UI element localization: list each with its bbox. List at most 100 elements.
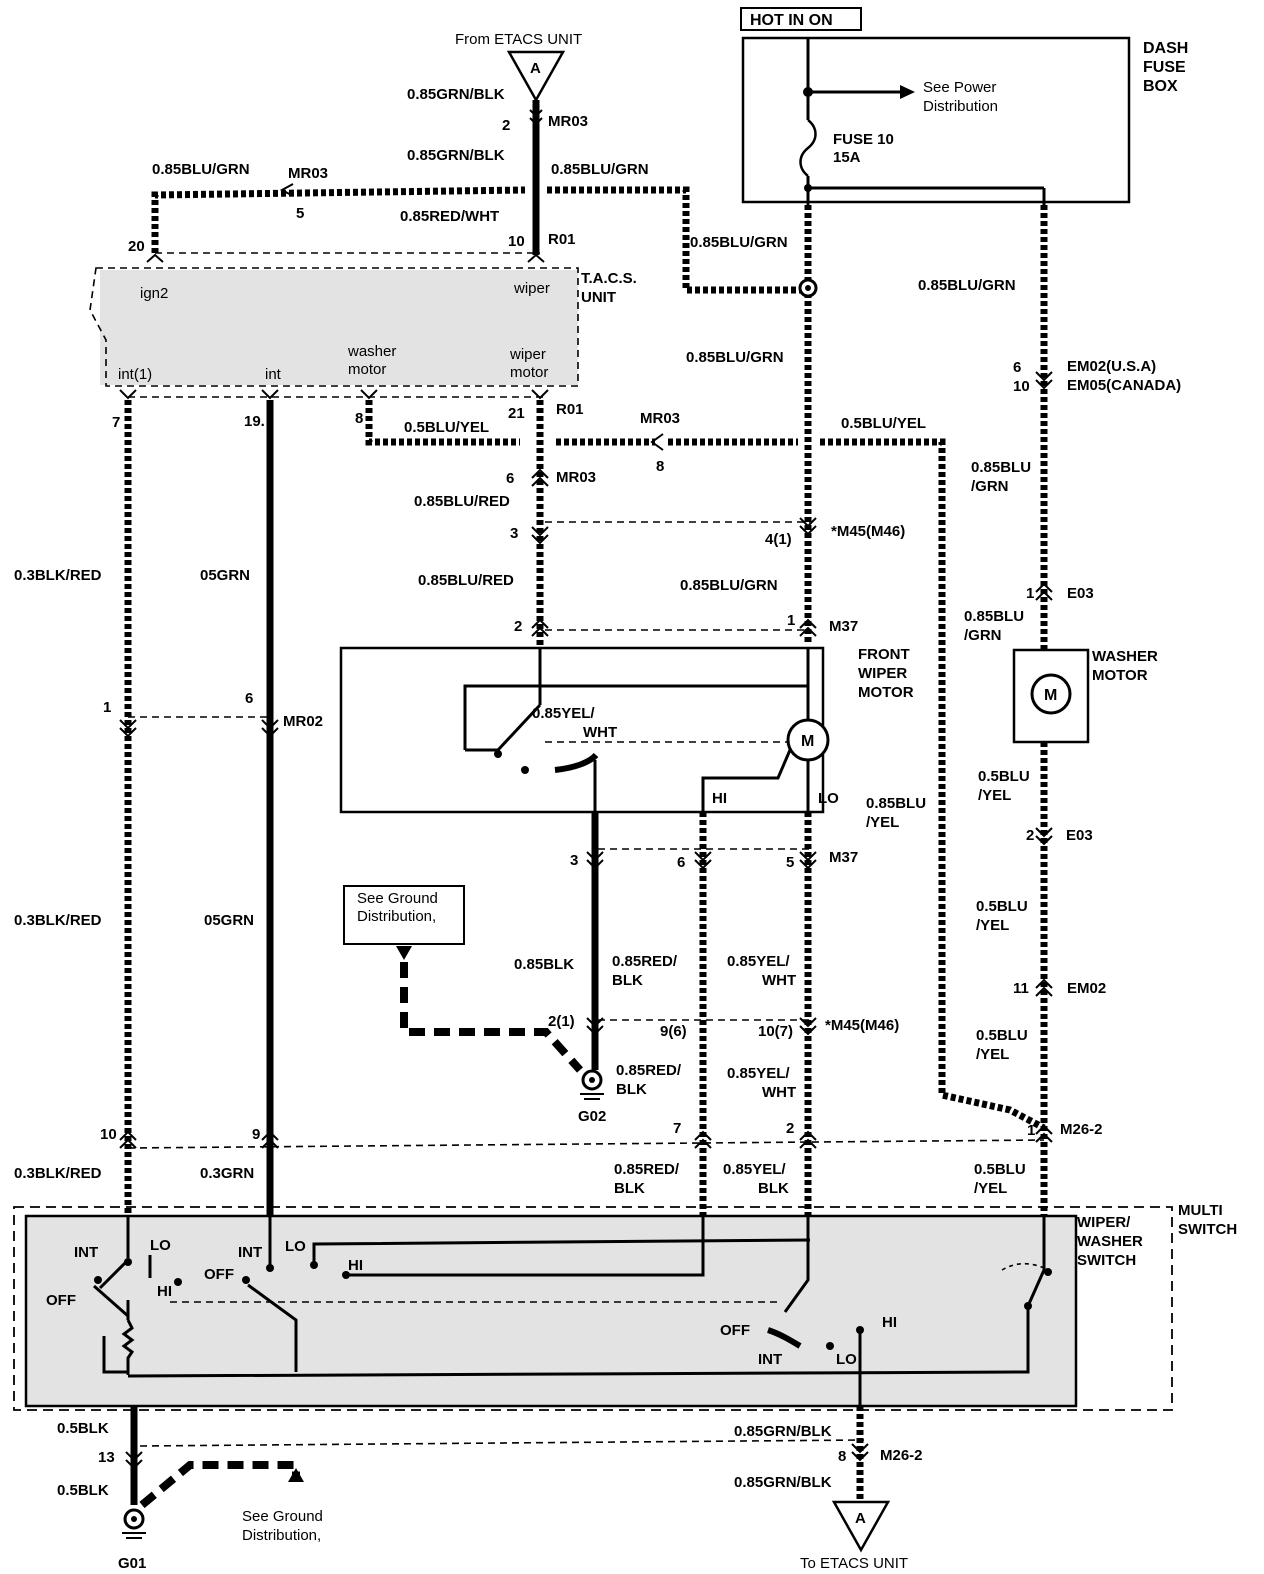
wire-yel-wht-1b: WHT [762,972,796,989]
fuse-icon [799,119,817,177]
pin-2-mr03: 2 [502,117,510,134]
wire-blu-yel-6b: /YEL [974,1180,1007,1197]
see-power-2: Distribution [923,98,998,115]
pin-13: 13 [98,1449,115,1466]
multi-switch-label-2: SWITCH [1178,1221,1237,1238]
dash-fuse-box [741,36,1131,204]
wire-red-blk-1b: BLK [612,972,643,989]
pin-10-r01: 10 [508,233,525,250]
wire-grn-blk-1: 0.85GRN/BLK [407,86,505,103]
tacs-wipermotor-2: motor [510,364,548,381]
splice-node-dot [805,285,811,291]
pin-11-em02: 11 [1013,980,1029,997]
motor-lo: LO [818,790,839,807]
g02-label: G02 [578,1108,606,1125]
right-off: OFF [720,1322,750,1339]
front-wiper-label-1: FRONT [858,646,910,663]
front-wiper-label-2: WIPER [858,665,907,682]
wire-red-blk-2a: 0.85RED/ [616,1062,682,1079]
mr03-left-mark [279,183,294,197]
motor-hi: HI [712,790,727,807]
see-ground-box-1 [343,885,465,945]
wire-grn-blk-2: 0.85GRN/BLK [407,147,505,164]
conn-mr03-8: MR03 [640,410,680,427]
conn-m45-bottom: *M45(M46) [825,1017,899,1034]
mr03-top-mark [529,109,543,126]
front-wiper-motor-box [339,646,825,814]
m26-bottom-marks [851,1443,869,1462]
wire-blu-grn-4: 0.85BLU/GRN [680,577,778,594]
wire-blu-grn-7a: 0.85BLU [964,608,1024,625]
right-switch [170,1216,1052,1406]
m45-bottom-marks [586,1017,817,1036]
pin-2-m26: 2 [786,1120,794,1137]
wire-yel-wht-int-1: 0.85YEL/ [532,705,595,722]
pin-2-1: 2(1) [548,1013,575,1030]
wire-blk-05-1: 0.5BLK [57,1420,109,1437]
wiper-motor-m: M [801,733,814,750]
left-lo: LO [150,1237,171,1254]
wire-blu-grn-20 [151,186,526,253]
pin-20-mark [146,253,164,263]
tacs-unit-label-1: T.A.C.S. [581,270,637,287]
wire-yel-blk-a: 0.85YEL/ [723,1161,786,1178]
m26-bottom-dash [139,1439,865,1447]
conn-m37-bottom: M37 [829,849,858,866]
hot-in-on-label: HOT IN ON [750,12,833,29]
tacs-wiper: wiper [513,280,550,297]
park-contact-2 [521,766,529,774]
mr03-6-mark [531,468,549,487]
wire-blu-grn-7b: /GRN [964,627,1002,644]
wire-blu-red-1: 0.85BLU/RED [414,493,510,510]
from-etacs-label: From ETACS UNIT [455,31,582,48]
power-dist-arrow [900,85,915,99]
pin-5: 5 [296,205,304,222]
left-int: INT [74,1244,98,1261]
m26-dash [127,1139,1045,1149]
m37-left-mark [531,618,549,637]
wire-blu-grn-left: 0.85BLU/GRN [152,161,250,178]
tacs-int: int [265,366,282,383]
pin-7: 7 [112,414,120,431]
washer-motor-m: M [1044,687,1057,704]
conn-mr03-top: MR03 [548,113,588,130]
washer-motor-symbol [1030,673,1072,715]
to-etacs-label: To ETACS UNIT [800,1555,908,1572]
pin-3-m37: 3 [570,852,578,869]
see-ground-2a: See Ground [242,1508,323,1525]
wire-blu-yel-085-1: 0.85BLU [866,795,926,812]
pin-10-em05: 10 [1013,378,1030,395]
dash-fuse-box-label-1: DASH [1143,40,1188,57]
left-hi: HI [157,1283,172,1300]
wire-blk-red-1: 0.3BLK/RED [14,567,102,584]
wire-blu-yel-tacs [365,400,520,446]
tacs-wipermotor-1: wiper [509,346,546,363]
see-ground-1b: Distribution, [357,908,436,925]
pin-9-6: 9(6) [660,1023,687,1040]
conn-e03-bottom: E03 [1066,827,1093,844]
conn-mr03-6: MR03 [556,469,596,486]
conn-em02: EM02 [1067,980,1106,997]
hot-in-on-box [740,7,862,31]
wire-blu-grn-2: 0.85BLU/GRN [690,234,788,251]
wire-red-blk-3a: 0.85RED/ [614,1161,680,1178]
wire-blu-yel-4a: 0.5BLU [976,898,1028,915]
park-contact-1 [494,750,502,758]
m45-left-mark [531,526,549,545]
dash-fuse-box-label-3: BOX [1143,78,1178,95]
wire-yel-wht-2a: 0.85YEL/ [727,1065,790,1082]
pin-9-m26: 9 [252,1126,260,1143]
tacs-int1: int(1) [118,366,152,383]
wire-blu-yel-4b: /YEL [976,917,1009,934]
mid-hi: HI [348,1257,363,1274]
m37-right-mark [799,618,817,637]
wire-blu-grn-6b: /GRN [971,478,1009,495]
pin-10-7: 10(7) [758,1023,793,1040]
wire-red-blk-2b: BLK [616,1081,647,1098]
g01-bars [122,1532,146,1539]
pin-8-mr03: 8 [656,458,664,475]
conn-em05-canada: EM05(CANADA) [1067,377,1181,394]
etacs-top-a: A [530,60,541,77]
tacs-washer-1: washer [347,343,396,360]
conn-m37-top: M37 [829,618,858,635]
